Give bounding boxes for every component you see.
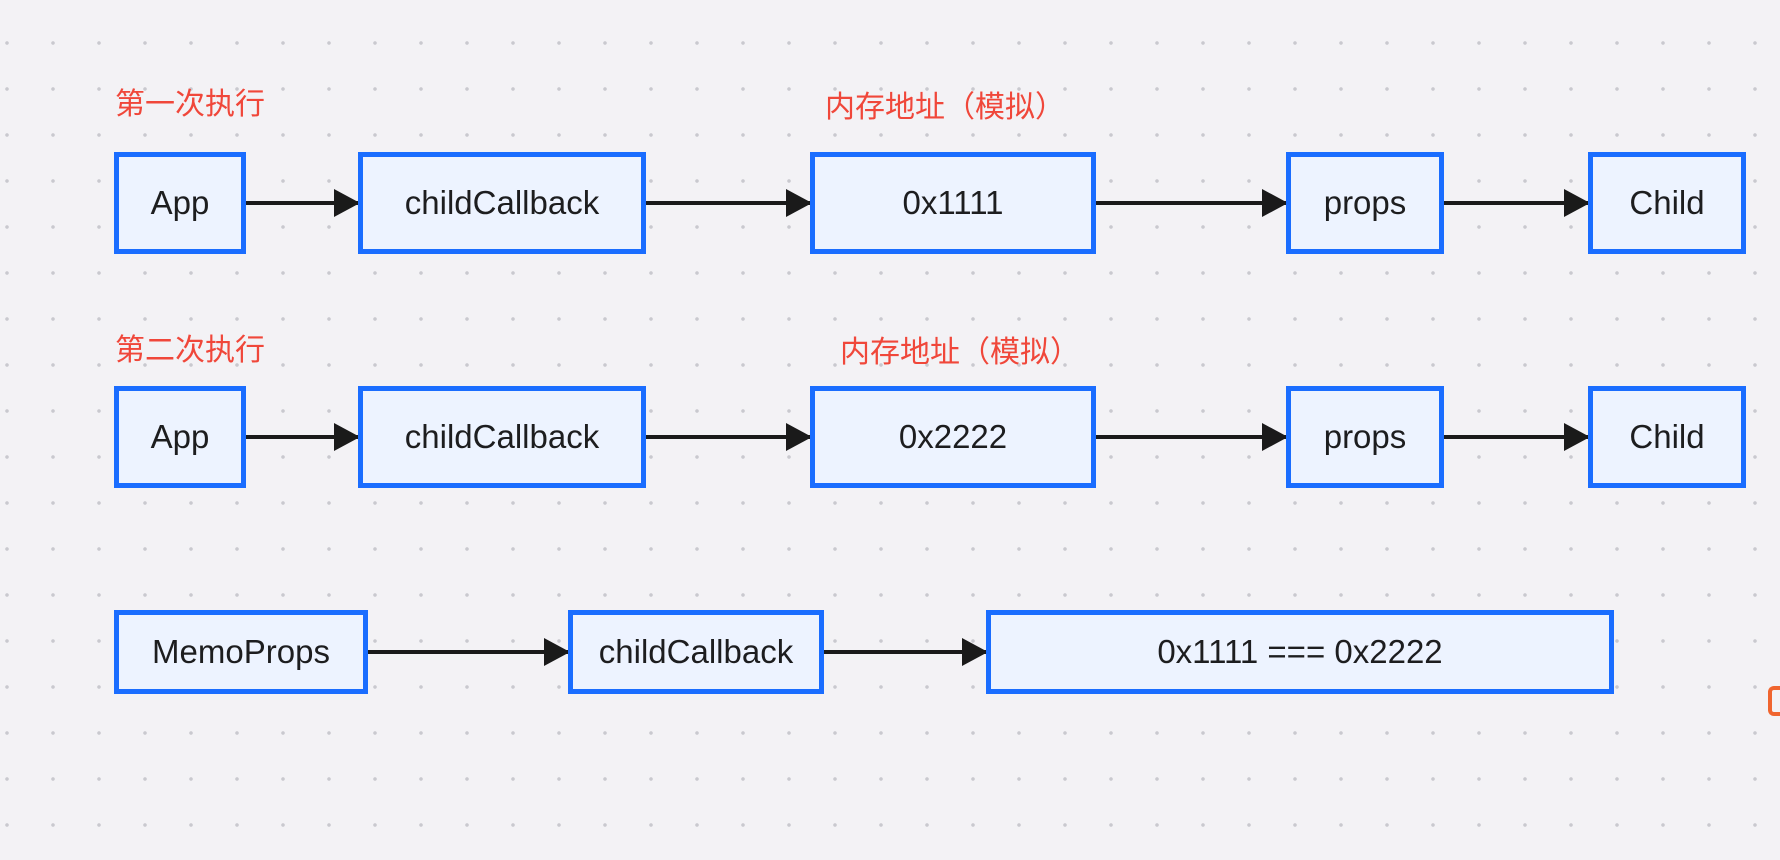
row2-app-node[interactable]: App (114, 386, 246, 488)
row2-childcallback-node[interactable]: childCallback (358, 386, 646, 488)
row2-arrow-callback-to-address (646, 423, 812, 451)
row2-props-node[interactable]: props (1286, 386, 1444, 488)
partial-shape-icon (1768, 686, 1780, 716)
row1-arrow-address-to-props (1096, 189, 1288, 217)
row1-app-node[interactable]: App (114, 152, 246, 254)
row1-childcallback-node[interactable]: childCallback (358, 152, 646, 254)
row1-address-node[interactable]: 0x1111 (810, 152, 1096, 254)
row2-arrow-address-to-props (1096, 423, 1288, 451)
row2-address-node[interactable]: 0x2222 (810, 386, 1096, 488)
compare-childcallback-node[interactable]: childCallback (568, 610, 824, 694)
row1-arrow-callback-to-address (646, 189, 812, 217)
row2-memory-label: 内存地址（模拟） (840, 335, 1080, 370)
compare-result-node[interactable]: 0x1111 === 0x2222 (986, 610, 1614, 694)
compare-arrow-memoprops-to-callback (368, 638, 570, 666)
row2-arrow-props-to-child (1444, 423, 1590, 451)
row2-label: 第二次执行 (115, 333, 265, 368)
row1-memory-label: 内存地址（模拟） (825, 90, 1065, 125)
row2-child-node[interactable]: Child (1588, 386, 1746, 488)
row1-arrow-app-to-callback (246, 189, 360, 217)
row1-child-node[interactable]: Child (1588, 152, 1746, 254)
row1-props-node[interactable]: props (1286, 152, 1444, 254)
row2-arrow-app-to-callback (246, 423, 360, 451)
compare-arrow-callback-to-result (824, 638, 988, 666)
row1-label: 第一次执行 (115, 87, 265, 122)
memoprops-node[interactable]: MemoProps (114, 610, 368, 694)
row1-arrow-props-to-child (1444, 189, 1590, 217)
